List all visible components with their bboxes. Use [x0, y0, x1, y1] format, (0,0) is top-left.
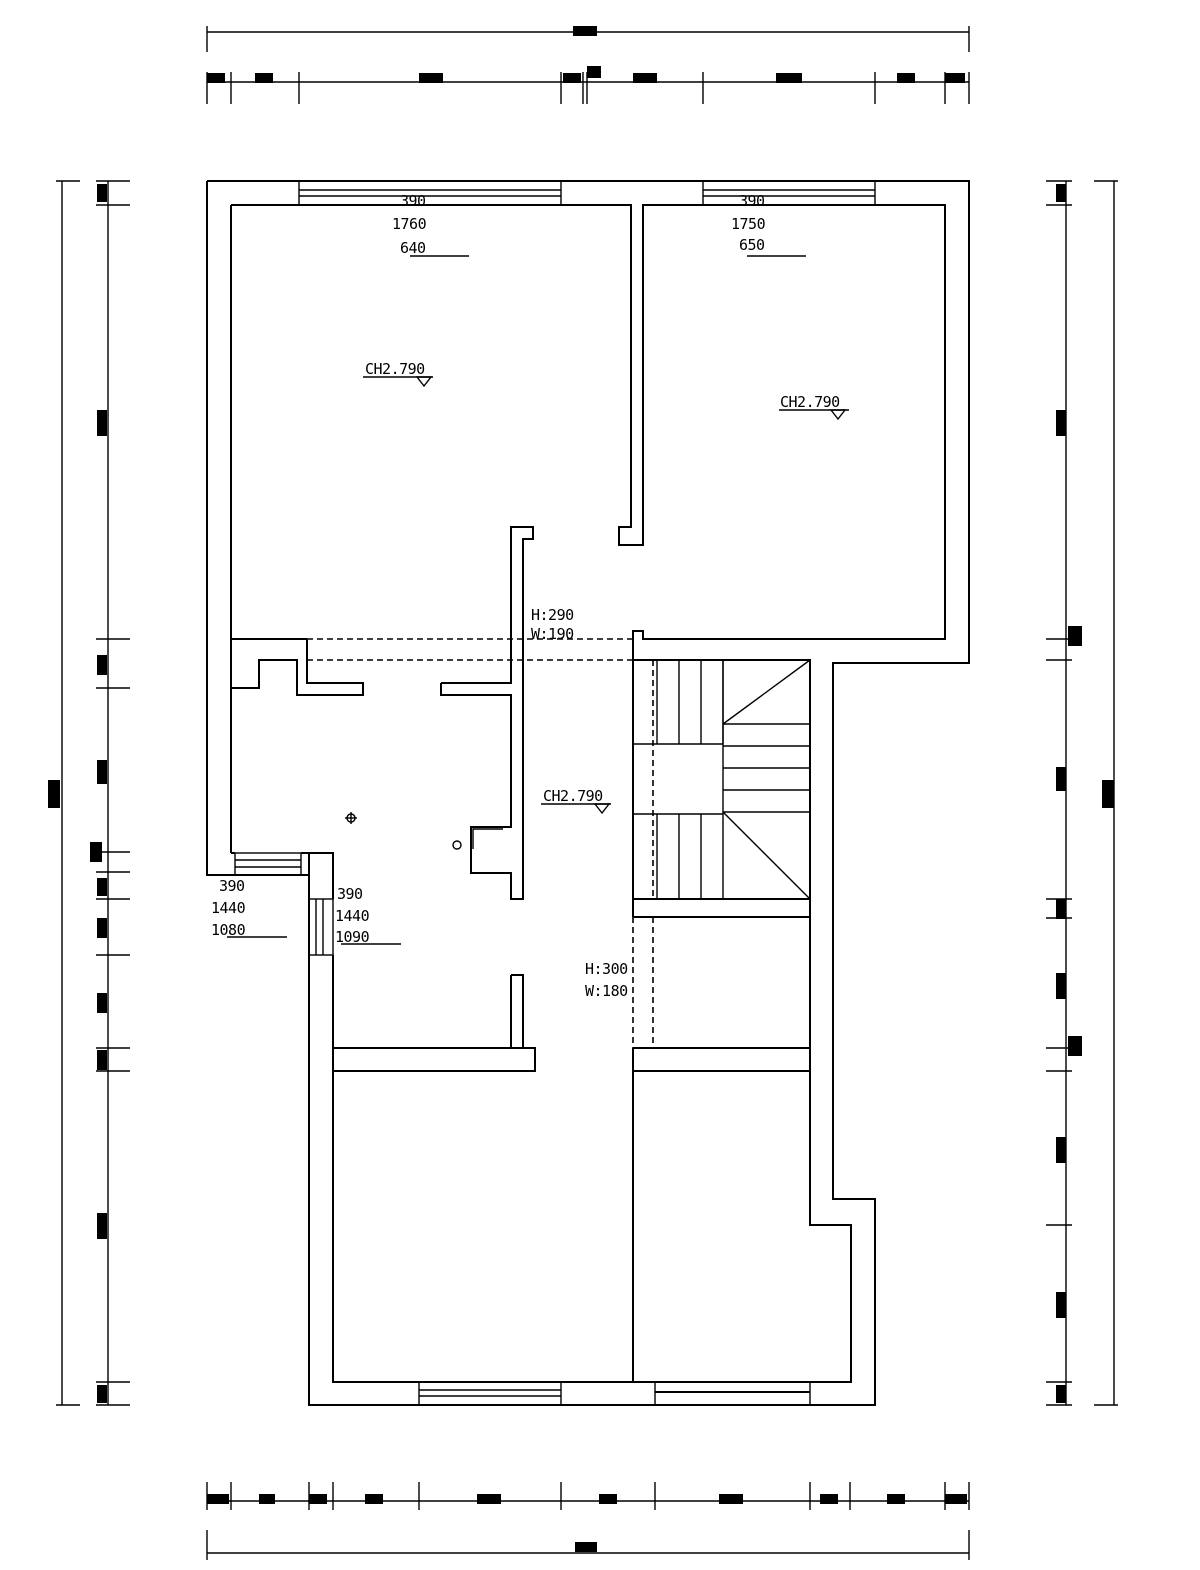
window-mid-label-2: 1440: [335, 907, 370, 925]
top-dimension-lines: [206, 26, 970, 104]
window-left-label-2: 1440: [211, 899, 246, 917]
ceiling-height-room-2: CH2.790: [779, 393, 849, 421]
window-mid-label-1: 390: [337, 885, 363, 903]
opening-lower-height: H:300: [585, 960, 628, 978]
bottom-dimension-lines: [206, 1482, 970, 1560]
window-top-left-label-1: 390: [400, 192, 426, 210]
window-top-right-label-1: 390: [739, 192, 765, 210]
windows: [234, 180, 876, 1406]
window-left-label-1: 390: [219, 877, 245, 895]
staircase: [632, 659, 811, 900]
right-dimension-lines: [1046, 180, 1118, 1406]
left-dimension-lines: [48, 180, 130, 1406]
ceiling-height-room-1: CH2.790: [363, 360, 433, 388]
window-top-right-label-3: 650: [739, 236, 765, 254]
annotations: 390 1760 640 390 1750 650 CH2.790 CH2.79…: [211, 192, 849, 1000]
opening-upper-width: W:190: [531, 625, 574, 643]
window-top-right-label-2: 1750: [731, 215, 766, 233]
dashed-openings: [307, 638, 654, 1048]
ceiling-height-center-text: CH2.790: [543, 787, 603, 805]
pipe-icon: [452, 840, 462, 850]
window-mid-label-3: 1090: [335, 928, 370, 946]
window-top-left-label-2: 1760: [392, 215, 427, 233]
fixture-symbols: [345, 812, 462, 850]
window-left-label-3: 1080: [211, 921, 246, 939]
ceiling-height-center: CH2.790: [541, 787, 611, 815]
floor-drain-icon: [345, 812, 357, 824]
ceiling-height-room-1-text: CH2.790: [365, 360, 425, 378]
window-top-left-label-3: 640: [400, 239, 426, 257]
opening-lower-width: W:180: [585, 982, 628, 1000]
ceiling-height-room-2-text: CH2.790: [780, 393, 840, 411]
opening-upper-height: H:290: [531, 606, 574, 624]
